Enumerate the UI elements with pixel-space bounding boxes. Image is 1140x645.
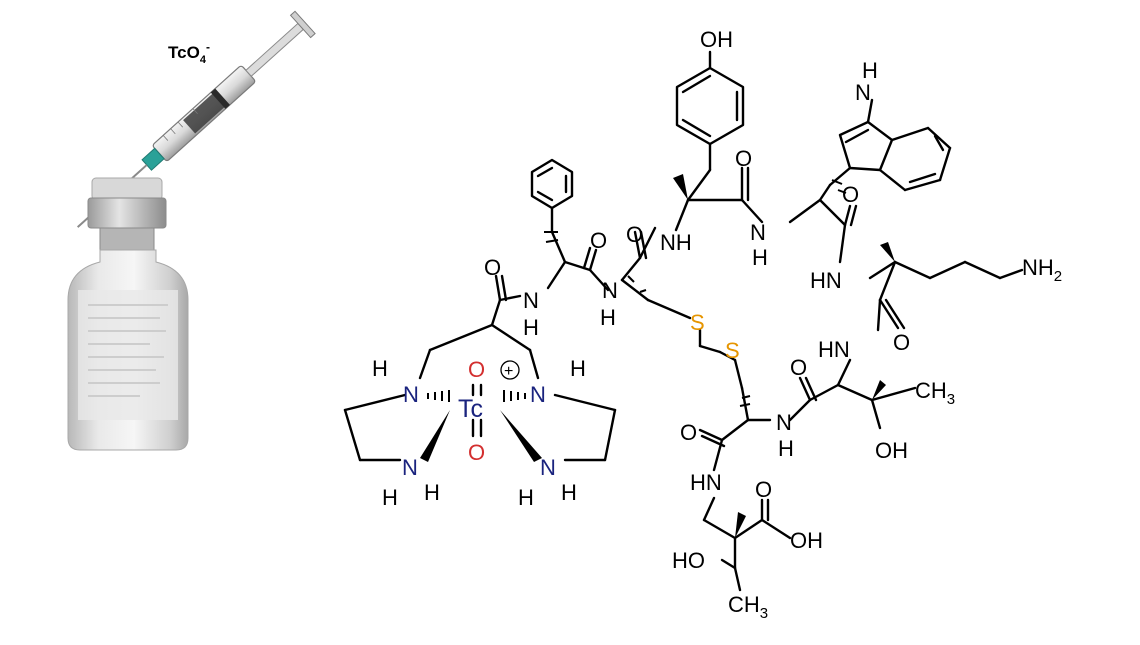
o-trp: O [842,182,859,207]
ch3-cterm: CH3 [728,592,768,622]
charge-circle [500,360,520,380]
h-phe: H [600,305,616,330]
atom-labels: Tc O O + N H N H N H H N H H O N H O N H… [372,27,1062,622]
hash-bonds [427,179,847,407]
o-cys: O [626,222,643,247]
h-left: H [372,356,388,381]
o-lys: O [893,330,910,355]
h-bl-1: H [382,485,398,510]
oh-cterm: OH [790,528,823,553]
n-tyr: N [750,220,766,245]
o-tyr: O [735,146,752,171]
ho-cterm: HO [672,548,705,573]
oh-tyr: OH [700,27,733,52]
syringe-icon [76,10,316,228]
s-2: S [725,338,740,363]
n-right: N [530,382,546,407]
h-tyr: H [752,245,768,270]
vial-icon [67,177,189,451]
molecule-bonds [343,50,1024,592]
n-indole: N [855,80,871,105]
o-thr: O [790,355,807,380]
n-bottom-right: N [540,455,556,480]
h-bl-2: H [424,480,440,505]
h-indole: H [862,58,878,83]
nh2-lys: NH2 [1022,255,1062,285]
o-cys2: O [680,420,697,445]
tc-atom: Tc [458,395,483,423]
o-cterm: O [755,477,772,502]
hn-thr: HN [818,337,850,362]
n-cys2: N [776,410,792,435]
charge-sign: + [504,363,513,380]
oh-thr: OH [875,438,908,463]
o-linker: O [484,255,501,280]
n-left: N [403,382,419,407]
h-linker: H [523,315,539,340]
oxo-top: O [468,357,485,382]
hn-lys: HN [810,268,842,293]
h-br-2: H [561,480,577,505]
n-phe: N [602,278,618,303]
o-phe: O [590,228,607,253]
wedge-bonds [420,174,895,538]
n-bottom-left: N [402,455,418,480]
n-linker: N [523,288,539,313]
nh-cys: NH [660,230,692,255]
reagent-label: TcO4- [168,40,210,66]
ch3-thr: CH3 [915,378,955,408]
h-br-1: H [518,485,534,510]
hn-cterm: HN [690,470,722,495]
h-right: H [570,356,586,381]
h-cys2: H [778,436,794,461]
s-1: S [690,310,705,335]
oxo-bottom: O [468,440,485,465]
